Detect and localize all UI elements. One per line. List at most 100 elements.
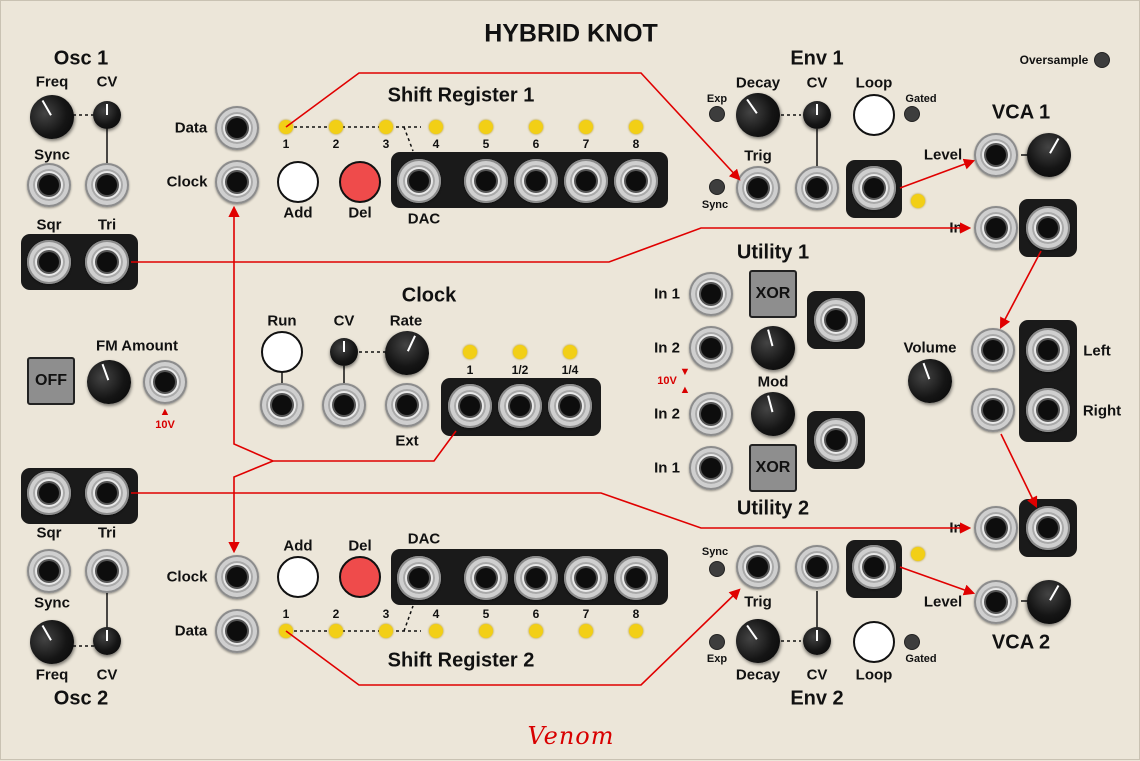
mixer-right-jack[interactable] (1026, 388, 1070, 432)
vca1-out-jack[interactable] (1026, 206, 1070, 250)
clock-out-jack-4[interactable] (548, 384, 592, 428)
osc1-cv-jack[interactable] (85, 163, 129, 207)
osc1-sqr-jack[interactable] (27, 240, 71, 284)
env2-decay-knob[interactable] (727, 610, 789, 672)
sr2-out-jack-5[interactable] (464, 556, 508, 600)
osc1-freq-label: Freq (35, 73, 69, 91)
sr2-dac-jack[interactable] (397, 556, 441, 600)
sr1-out-jack-5[interactable] (464, 159, 508, 203)
sr2-step-label: 5 (482, 607, 490, 621)
util1-out-jack[interactable] (814, 298, 858, 342)
clock-run-label: Run (267, 312, 297, 330)
env2-trig-jack[interactable] (736, 545, 780, 589)
env1-decay-knob[interactable] (727, 84, 789, 146)
vca2-level-jack[interactable] (974, 580, 1018, 624)
sr2-data-jack[interactable] (215, 609, 259, 653)
osc2-cv-jack[interactable] (85, 549, 129, 593)
clock-run-jack[interactable] (260, 383, 304, 427)
sr2-out-jack-6[interactable] (514, 556, 558, 600)
util-10v-up-arrow[interactable]: ▲ (679, 384, 691, 396)
vca2-level-label: Level (923, 593, 963, 611)
sr1-clock-jack[interactable] (215, 160, 259, 204)
env2-cv-jack[interactable] (795, 545, 839, 589)
vca1-level-jack[interactable] (974, 133, 1018, 177)
osc1-freq-knob[interactable] (21, 86, 83, 148)
env1-cv-knob[interactable] (803, 101, 831, 129)
mixer-volume-knob[interactable] (901, 352, 959, 410)
env2-out-jack[interactable] (852, 545, 896, 589)
env1-trig-label: Trig (744, 147, 772, 165)
mixer-in1-jack[interactable] (971, 328, 1015, 372)
env2-cv-knob[interactable] (803, 627, 831, 655)
util1-in1-jack[interactable] (689, 272, 733, 316)
sr1-dac-jack[interactable] (397, 159, 441, 203)
env1-gated-button[interactable] (905, 107, 919, 121)
fm-cv-jack[interactable] (143, 360, 187, 404)
osc2-cv-knob[interactable] (93, 627, 121, 655)
util1-xor-button[interactable]: XOR (749, 270, 797, 318)
vca1-level-knob[interactable] (1018, 124, 1080, 186)
clock-cv-jack[interactable] (322, 383, 366, 427)
clock-out-jack-2[interactable] (498, 384, 542, 428)
sr1-out-jack-6[interactable] (514, 159, 558, 203)
sr2-out-jack-7[interactable] (564, 556, 608, 600)
sr1-out-jack-8[interactable] (614, 159, 658, 203)
vca1-level-label: Level (923, 146, 963, 164)
clock-run-button[interactable] (261, 331, 303, 373)
mixer-left-label: Left (1083, 342, 1111, 360)
env2-gated-button[interactable] (905, 635, 919, 649)
env1-sync-button[interactable] (710, 180, 724, 194)
utility2-title: Utility 2 (736, 497, 810, 520)
cable-env2-out-to-vca2-level (899, 566, 976, 596)
clock-rate-knob[interactable] (377, 323, 437, 383)
util1-in2-jack[interactable] (689, 326, 733, 370)
osc2-freq-knob[interactable] (21, 611, 83, 673)
util2-in1-jack[interactable] (689, 446, 733, 490)
sr2-step-label: 2 (332, 607, 340, 621)
fm-amount-knob[interactable] (80, 353, 138, 411)
sr2-add-button[interactable] (277, 556, 319, 598)
fm-10v-arrow[interactable]: ▲ (159, 406, 171, 418)
vca2-in-label: In (949, 519, 963, 537)
sr1-data-jack[interactable] (215, 106, 259, 150)
env1-loop-button[interactable] (853, 94, 895, 136)
vca2-in-jack[interactable] (974, 506, 1018, 550)
vca1-in-jack[interactable] (974, 206, 1018, 250)
osc2-sqr-jack[interactable] (27, 471, 71, 515)
util2-out-jack[interactable] (814, 418, 858, 462)
fm-toggle-button[interactable]: OFF (27, 357, 75, 405)
sr2-del-button[interactable] (339, 556, 381, 598)
env1-trig-jack[interactable] (736, 166, 780, 210)
sr1-step-led-3 (379, 120, 393, 134)
util2-in2-jack[interactable] (689, 392, 733, 436)
env1-cv-jack[interactable] (795, 166, 839, 210)
sr1-del-button[interactable] (339, 161, 381, 203)
mixer-left-jack[interactable] (1026, 328, 1070, 372)
util-10v-down-arrow[interactable]: ▼ (679, 366, 691, 378)
sr1-add-button[interactable] (277, 161, 319, 203)
osc2-tri-jack[interactable] (85, 471, 129, 515)
sr1-out-jack-7[interactable] (564, 159, 608, 203)
osc1-tri-jack[interactable] (85, 240, 129, 284)
env2-loop-button[interactable] (853, 621, 895, 663)
clock-ext-jack[interactable] (385, 383, 429, 427)
sr2-clock-jack[interactable] (215, 555, 259, 599)
osc1-cv-knob[interactable] (93, 101, 121, 129)
vca2-out-jack[interactable] (1026, 506, 1070, 550)
env1-exp-button[interactable] (710, 107, 724, 121)
util2-xor-button[interactable]: XOR (749, 444, 797, 492)
env2-exp-button[interactable] (710, 635, 724, 649)
util1-mod-knob[interactable] (746, 321, 800, 375)
clock-ext-label: Ext (395, 432, 419, 450)
util2-mod-knob[interactable] (746, 387, 800, 441)
mixer-in2-jack[interactable] (971, 388, 1015, 432)
vca2-level-knob[interactable] (1018, 571, 1080, 633)
sr2-out-jack-8[interactable] (614, 556, 658, 600)
clock-out-jack-1[interactable] (448, 384, 492, 428)
osc2-sync-jack[interactable] (27, 549, 71, 593)
env1-out-jack[interactable] (852, 166, 896, 210)
clock-cv-knob[interactable] (330, 338, 358, 366)
oversample-button[interactable] (1095, 53, 1109, 67)
osc1-sync-jack[interactable] (27, 163, 71, 207)
env2-sync-button[interactable] (710, 562, 724, 576)
